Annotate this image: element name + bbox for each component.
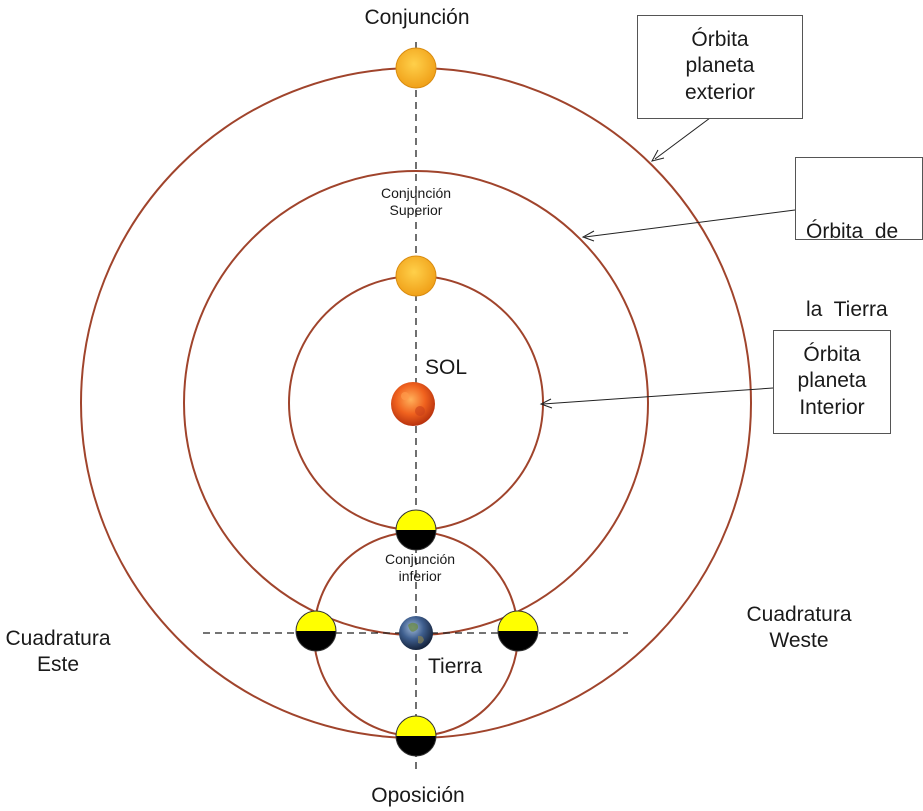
- superior-conjunction-line-2: Superior: [389, 202, 443, 219]
- inner-orbit-callout-line-2: planeta: [797, 369, 867, 393]
- quadrature-west-line-2: Weste: [769, 628, 829, 652]
- outer-orbit-callout-line-1: Órbita: [691, 28, 749, 51]
- inner-orbit-callout: Órbita planeta Interior: [773, 330, 891, 434]
- outer-orbit-pointer: [654, 117, 711, 160]
- earth-label: Tierra: [428, 655, 483, 678]
- quadrature-west-label: Cuadratura Weste: [738, 602, 860, 653]
- outer-orbit-callout-line-2: planeta: [685, 54, 755, 78]
- superior-conjunction-line-1: Conjunción: [380, 185, 452, 201]
- quadrature-west-line-1: Cuadratura: [746, 603, 852, 626]
- inferior-conjunction-line-1: Conjunción: [384, 551, 456, 567]
- earth-orbit-arrowhead: [581, 230, 595, 242]
- inner-planet-superior-conjunction-icon: [395, 255, 437, 297]
- planet-quadrature-east-icon: [295, 610, 337, 652]
- earth-continent: [418, 635, 424, 644]
- inner-planet-inferior-conjunction-icon: [395, 509, 437, 551]
- inferior-conjunction-line-2: inferior: [398, 568, 442, 585]
- inner-orbit-callout-line-3: Interior: [799, 395, 865, 419]
- opposition-label: Oposición: [371, 784, 465, 807]
- inferior-conjunction-label: Conjunción inferior: [360, 551, 480, 585]
- planet-quadrature-west-icon: [497, 610, 539, 652]
- outer-orbit-arrowhead: [651, 149, 665, 162]
- sun-label: SOL: [425, 356, 468, 379]
- planet-opposition-icon: [395, 715, 437, 757]
- sun-icon: [391, 382, 435, 426]
- quadrature-east-label: Cuadratura Este: [2, 626, 114, 677]
- earth-continent: [408, 622, 419, 632]
- quadrature-east-line-2: Este: [36, 652, 80, 676]
- earth-icon: [399, 616, 433, 650]
- sun-spot: [415, 406, 425, 416]
- outer-planet-conjunction-icon: [395, 47, 437, 89]
- earth-orbit-callout: Órbita de la Tierra: [795, 157, 923, 321]
- earth-orbit-callout-line-1: Órbita de: [806, 219, 899, 243]
- quadrature-east-line-1: Cuadratura: [5, 627, 111, 650]
- earth-orbit-pointer: [584, 209, 796, 238]
- superior-conjunction-label: Conjunción Superior: [350, 185, 482, 219]
- conjunction-label: Conjunción: [364, 6, 470, 29]
- inner-orbit-pointer: [542, 387, 774, 405]
- earth-orbit-callout-line-2: la Tierra: [806, 298, 888, 322]
- outer-orbit-callout-line-3: exterior: [684, 80, 756, 104]
- inner-orbit-arrowhead: [539, 398, 553, 409]
- sun-spot: [401, 392, 409, 400]
- outer-orbit-callout: Órbita planeta exterior: [637, 15, 803, 119]
- inner-orbit-callout-line-1: Órbita: [803, 343, 861, 366]
